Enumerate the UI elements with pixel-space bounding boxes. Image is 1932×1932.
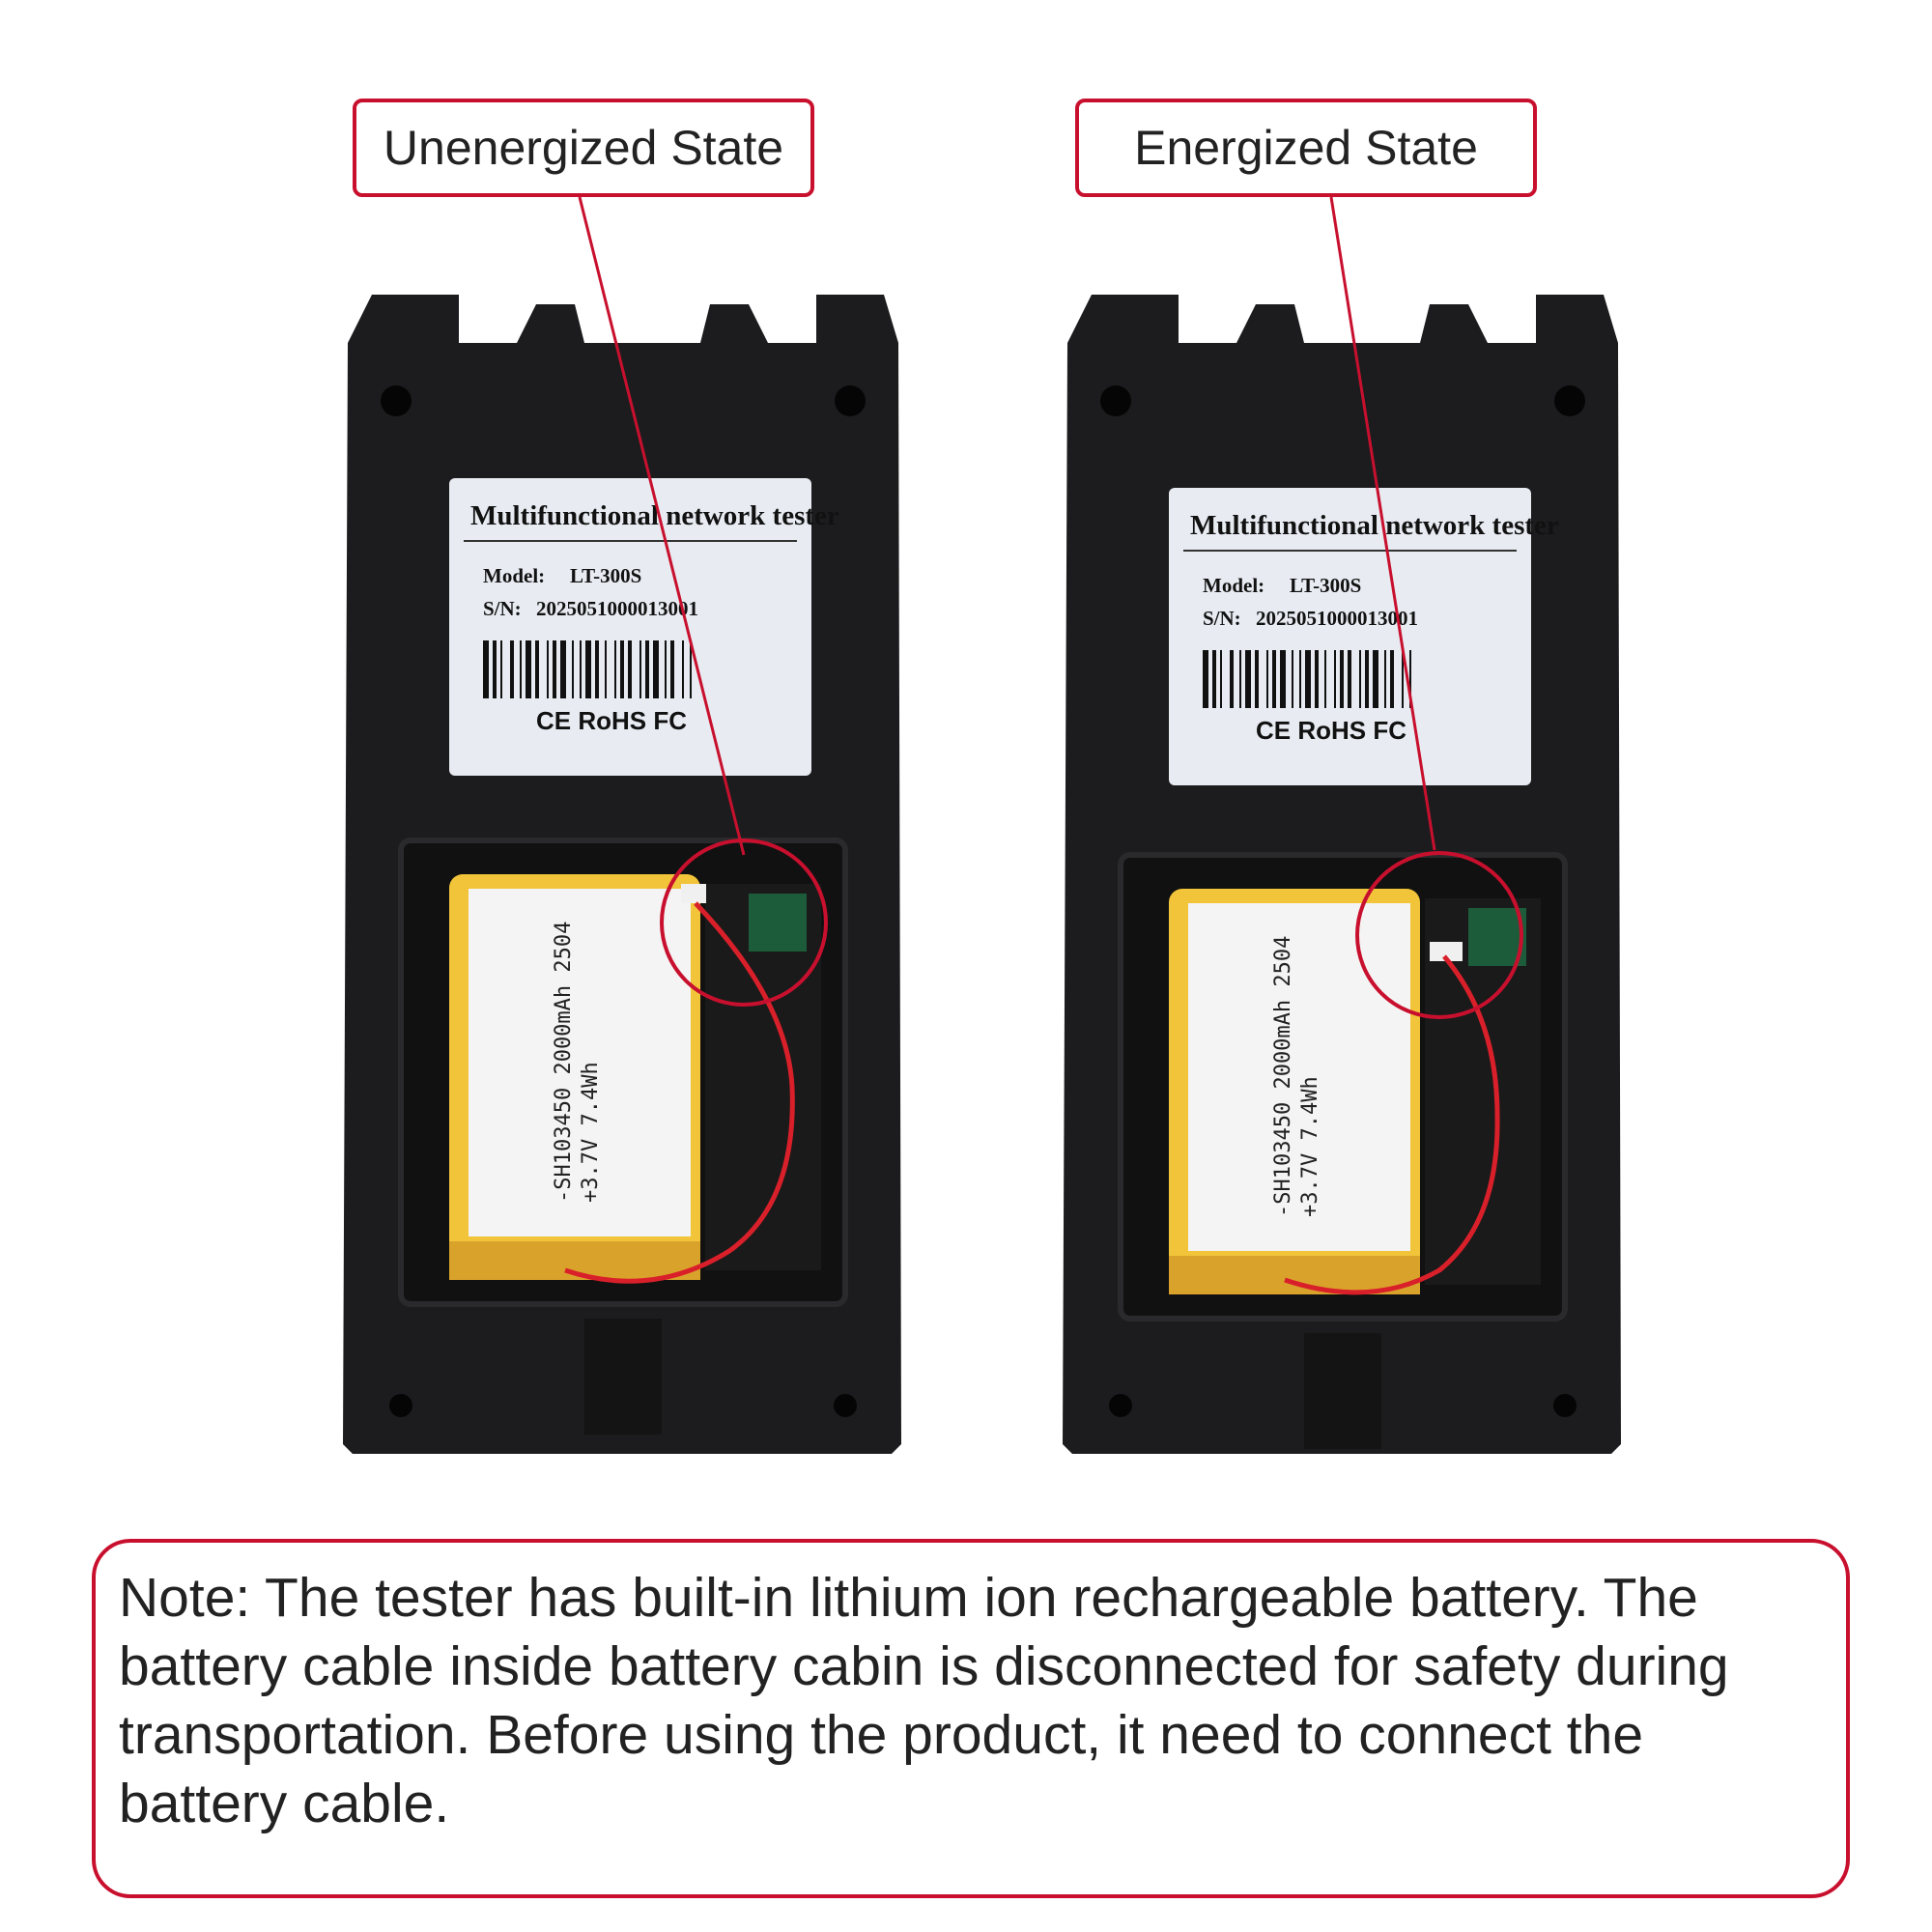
barcode-bar — [1384, 650, 1386, 708]
barcode-bar — [535, 640, 539, 698]
product-label: Multifunctional network tester Model: LT… — [449, 478, 839, 776]
label-certifications: CE RoHS FC — [536, 706, 687, 735]
barcode-bar — [1324, 650, 1326, 708]
label-model-value: LT-300S — [1290, 574, 1361, 597]
barcode-bar — [493, 640, 497, 698]
tester-device-unenergized: Multifunctional network tester Model: LT… — [343, 295, 901, 1454]
energized-callout: Energized State — [1075, 99, 1537, 197]
battery-pack: -SH103450 2000mAh 2504 +3.7V 7.4Wh — [1169, 889, 1420, 1294]
product-label: Multifunctional network tester Model: LT… — [1169, 488, 1559, 785]
tester-device-energized: Multifunctional network tester Model: LT… — [1063, 295, 1621, 1454]
barcode-bar — [1365, 650, 1369, 708]
barcode-bar — [547, 640, 549, 698]
unenergized-highlight-circle — [660, 838, 828, 1007]
barcode-bar — [605, 640, 607, 698]
barcode-bar — [1245, 650, 1251, 708]
barcode-bar — [572, 640, 574, 698]
note-text: Note: The tester has built-in lithium io… — [119, 1567, 1729, 1834]
label-model-value: LT-300S — [570, 564, 641, 587]
barcode-bar — [1280, 650, 1286, 708]
note-box: Note: The tester has built-in lithium io… — [92, 1539, 1850, 1898]
barcode-bar — [510, 640, 514, 698]
barcode-bar — [1272, 650, 1276, 708]
unenergized-pointer-line — [578, 196, 746, 856]
barcode-bar — [1402, 650, 1404, 708]
barcode-bar — [1255, 650, 1259, 708]
barcode-bar — [483, 640, 489, 698]
barcode-bar — [1212, 650, 1216, 708]
barcode-bar — [580, 640, 582, 698]
battery-spec-line2: +3.7V 7.4Wh — [579, 1062, 603, 1203]
barcode-bar — [1230, 650, 1234, 708]
barcode-bar — [553, 640, 556, 698]
battery-spec-line1: -SH103450 2000mAh 2504 — [1271, 936, 1295, 1217]
energized-pointer-line — [1329, 196, 1436, 851]
barcode-bar — [1292, 650, 1293, 708]
label-certifications: CE RoHS FC — [1256, 716, 1406, 745]
energized-highlight-circle — [1355, 851, 1523, 1019]
unenergized-callout-label: Unenergized State — [383, 121, 784, 175]
battery-cable-plugged — [1284, 954, 1500, 1295]
label-sn-value: 2025051000013001 — [536, 597, 698, 620]
barcode-bar — [520, 640, 522, 698]
label-sn-key: S/N: — [483, 597, 522, 620]
label-title: Multifunctional network tester — [470, 500, 839, 531]
barcode-bar — [1334, 650, 1336, 708]
barcode-bar — [1373, 650, 1378, 708]
label-model-key: Model: — [483, 564, 545, 587]
barcode-bar — [645, 640, 649, 698]
barcode-bar — [1340, 650, 1344, 708]
barcode — [483, 640, 692, 698]
barcode-bar — [620, 640, 624, 698]
battery-spec-line2: +3.7V 7.4Wh — [1298, 1076, 1322, 1217]
label-model-key: Model: — [1203, 574, 1264, 597]
energized-callout-label: Energized State — [1134, 121, 1478, 175]
barcode-bar — [653, 640, 659, 698]
barcode-bar — [1220, 650, 1222, 708]
label-sn-value: 2025051000013001 — [1256, 607, 1418, 630]
barcode-bar — [1299, 650, 1301, 708]
battery-cable-unplugged — [564, 901, 795, 1284]
barcode-bar — [614, 640, 616, 698]
barcode-bar — [500, 640, 502, 698]
barcode-bar — [639, 640, 641, 698]
connector-pcb — [1425, 898, 1541, 1285]
barcode-bar — [585, 640, 591, 698]
connector-pcb — [681, 884, 821, 1270]
unenergized-callout: Unenergized State — [353, 99, 814, 197]
barcode-bar — [526, 640, 531, 698]
barcode-bar — [1359, 650, 1361, 708]
label-title: Multifunctional network tester — [1190, 510, 1559, 541]
barcode-bar — [670, 640, 674, 698]
barcode-bar — [1409, 650, 1411, 708]
barcode-bar — [1266, 650, 1268, 708]
barcode-bar — [1305, 650, 1311, 708]
barcode — [1203, 650, 1411, 708]
battery-pack: -SH103450 2000mAh 2504 +3.7V 7.4Wh — [449, 874, 700, 1280]
barcode-bar — [1348, 650, 1351, 708]
battery-spec-line1: -SH103450 2000mAh 2504 — [552, 922, 576, 1203]
barcode-bar — [665, 640, 667, 698]
barcode-bar — [1203, 650, 1208, 708]
barcode-bar — [1315, 650, 1319, 708]
barcode-bar — [1239, 650, 1241, 708]
barcode-bar — [560, 640, 566, 698]
barcode-bar — [595, 640, 599, 698]
barcode-bar — [1390, 650, 1394, 708]
label-sn-key: S/N: — [1203, 607, 1241, 630]
barcode-bar — [628, 640, 632, 698]
barcode-bar — [682, 640, 684, 698]
barcode-bar — [690, 640, 692, 698]
